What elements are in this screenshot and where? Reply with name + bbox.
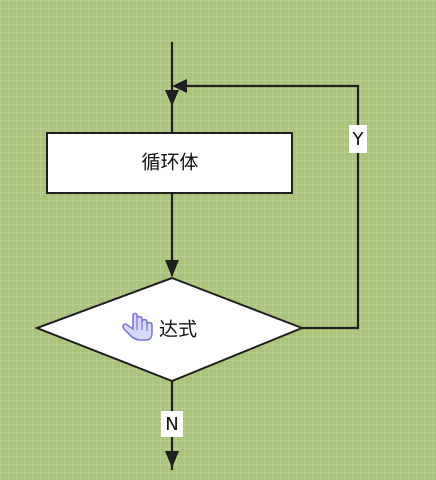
yes-loop-arrow (172, 79, 187, 93)
loop-body-node (46, 132, 293, 194)
loop-body-label: 循环体 (141, 152, 198, 174)
entry-arrow (165, 90, 179, 106)
yes-label: Y (352, 129, 365, 150)
yes-loop-edge (180, 84, 360, 330)
no-exit-arrow (165, 451, 179, 468)
no-label: N (165, 414, 178, 435)
condition-label: 达式 (159, 319, 197, 341)
hand-pointer-icon (122, 312, 153, 341)
yes-label-background (349, 125, 367, 153)
body-to-condition-arrow (165, 260, 179, 277)
no-label-background (161, 411, 183, 437)
